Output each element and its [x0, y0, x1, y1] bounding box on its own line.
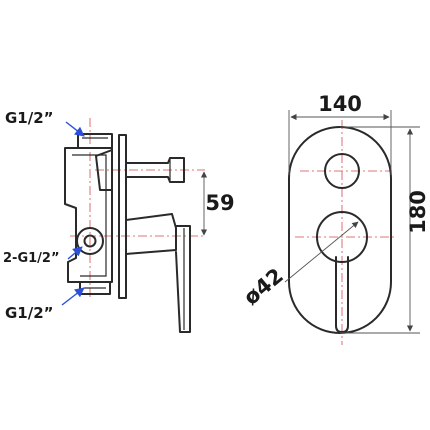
- dim-140-label: 140: [318, 92, 362, 116]
- dim-42-leader: [284, 221, 359, 283]
- dim-42-label: ø42: [239, 263, 288, 309]
- front-view: [288, 120, 395, 345]
- leader-outlet: [67, 246, 83, 260]
- diverter-knob: [125, 157, 185, 183]
- leader-top-inlet: [65, 121, 85, 137]
- top-inlet-label: G1/2”: [5, 109, 54, 127]
- wall-plate: [118, 134, 127, 299]
- dimensions: [200, 110, 420, 334]
- front-lever: [335, 256, 349, 333]
- dim-59-label: 59: [205, 191, 234, 215]
- oval-cover-plate: [288, 126, 392, 334]
- outlet-port-ring: [76, 227, 104, 255]
- front-mixer-handle: [316, 211, 368, 263]
- outlet-port-hole: [83, 234, 97, 248]
- valve-body: [64, 147, 113, 283]
- bottom-inlet-label: G1/2”: [5, 304, 54, 322]
- mixer-hub: [125, 213, 177, 255]
- valve-body-inner: [72, 154, 107, 277]
- leader-bottom-inlet: [61, 287, 85, 306]
- outlet-label: 2-G1/2”: [3, 251, 60, 266]
- side-view: [64, 118, 205, 333]
- dim-180-label: 180: [406, 190, 430, 234]
- mixer-lever: [175, 225, 191, 333]
- front-diverter-knob: [324, 153, 360, 189]
- port-leaders: [61, 121, 85, 306]
- diverter-cartridge: [95, 149, 113, 191]
